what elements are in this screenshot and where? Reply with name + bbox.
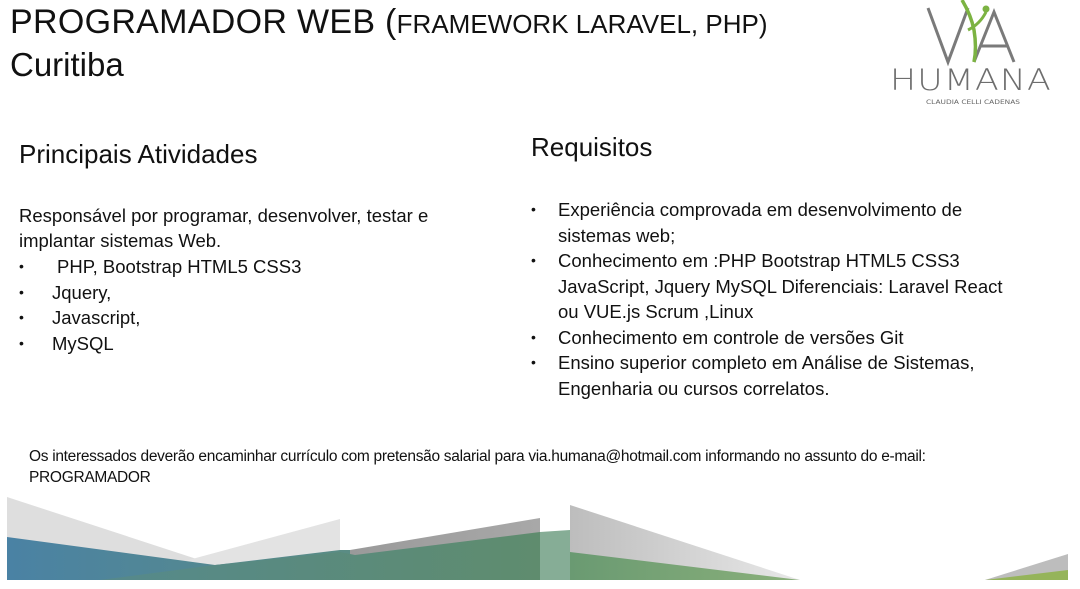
activities-intro: Responsável por programar, desenvolver, … xyxy=(19,205,429,251)
activities-list: • PHP, Bootstrap HTML5 CSS3 • Jquery, • Jav… xyxy=(19,254,301,356)
decorative-landscape-band xyxy=(7,497,1068,580)
list-item: • Ensino superior completo em Análise de … xyxy=(531,350,1021,401)
list-item-label: Jquery, xyxy=(52,281,112,303)
svg-text:CLAUDIA CELLI CADENAS: CLAUDIA CELLI CADENAS xyxy=(926,99,1020,106)
list-item: • Experiência comprovada em desenvolvimen… xyxy=(531,197,1021,248)
list-item-label: Ensino superior completo em Análise de S… xyxy=(558,352,975,399)
logo-mark-icon: HUMANA CLAUDIA CELLI CADENAS xyxy=(890,0,1052,106)
bullet-icon: • xyxy=(19,283,24,300)
list-item-label: Experiência comprovada em desenvolviment… xyxy=(558,199,963,246)
list-item-label: PHP, Bootstrap HTML5 CSS3 xyxy=(57,256,302,277)
bullet-icon: • xyxy=(531,252,536,268)
job-title-framework: FRAMEWORK LARAVEL, PHP) xyxy=(396,9,768,39)
list-item-label: MySQL xyxy=(52,332,114,354)
bullet-icon: • xyxy=(19,334,24,351)
list-item: • Conhecimento em controle de versões Git xyxy=(531,325,1021,351)
bullet-icon: • xyxy=(531,328,536,345)
requirements-heading: Requisitos xyxy=(531,132,653,162)
list-item-label: Javascript, xyxy=(52,307,141,328)
bullet-icon: • xyxy=(531,201,536,217)
list-item: • MySQL xyxy=(19,331,301,357)
list-item: • Conhecimento em :PHP Bootstrap HTML5 CS… xyxy=(531,248,1021,325)
via-humana-logo: HUMANA CLAUDIA CELLI CADENAS xyxy=(888,0,1058,108)
bullet-icon: • xyxy=(531,354,536,370)
list-item: • PHP, Bootstrap HTML5 CSS3 xyxy=(19,254,301,280)
list-item-label: Conhecimento em :PHP Bootstrap HTML5 CSS… xyxy=(558,250,1003,322)
list-item: • Javascript, xyxy=(19,305,301,331)
svg-text:HUMANA: HUMANA xyxy=(890,63,1052,97)
requirements-list: • Experiência comprovada em desenvolvimen… xyxy=(531,197,1021,401)
activities-heading: Principais Atividades xyxy=(19,139,258,169)
bullet-icon: • xyxy=(19,309,24,325)
application-instructions: Os interessados deverão encaminhar currí… xyxy=(29,448,926,486)
list-item-label: Conhecimento em controle de versões Git xyxy=(558,326,904,348)
job-location: Curitiba xyxy=(10,46,124,83)
bullet-icon: • xyxy=(19,258,24,274)
list-item: • Jquery, xyxy=(19,280,301,306)
job-title-main: PROGRAMADOR WEB ( xyxy=(10,3,397,41)
job-title: PROGRAMADOR WEB (FRAMEWORK LARAVEL, PHP) xyxy=(10,2,767,44)
